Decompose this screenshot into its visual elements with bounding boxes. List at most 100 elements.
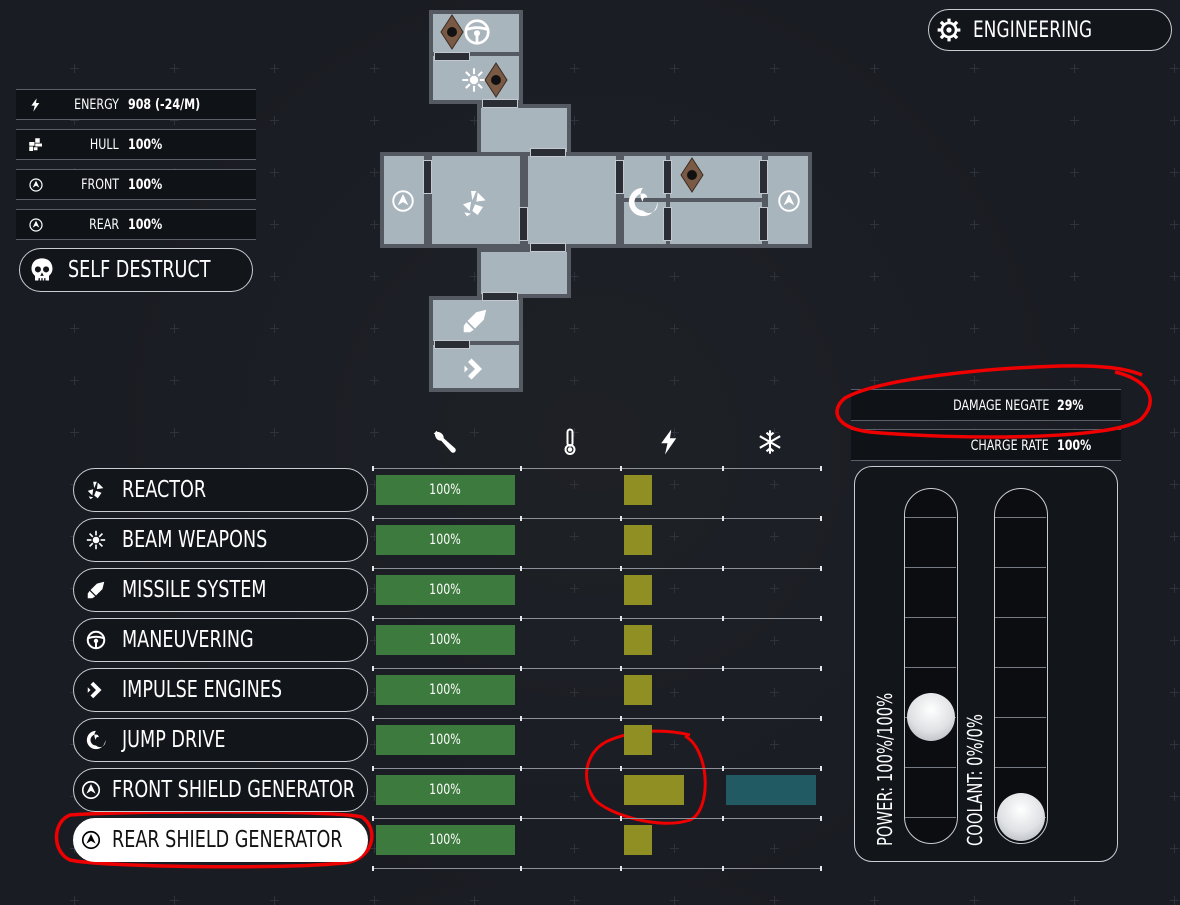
grid-plus-mark	[670, 896, 679, 905]
system-health-bar: 100%	[376, 825, 515, 855]
stat-label: FRONT	[81, 177, 119, 193]
system-name: BEAM WEAPONS	[122, 527, 268, 553]
stat-value: 100%	[128, 217, 163, 233]
power-label: POWER: 100%/100%	[873, 692, 897, 846]
system-name: JUMP DRIVE	[122, 727, 226, 753]
wrench-icon	[427, 424, 463, 460]
door[interactable]	[530, 243, 566, 252]
row-separator	[372, 468, 822, 469]
system-name: MANEUVERING	[122, 627, 254, 653]
system-button[interactable]: REACTOR	[73, 468, 368, 512]
slider-notch	[905, 667, 956, 668]
column-tick	[520, 466, 522, 471]
slider-notch	[995, 767, 1046, 768]
column-tick	[520, 516, 522, 521]
energy-icon	[652, 424, 688, 460]
stat-label: REAR	[89, 217, 119, 233]
slider-notch	[995, 617, 1046, 618]
grid-plus-mark	[970, 896, 979, 905]
system-health-bar: 100%	[376, 575, 515, 605]
door[interactable]	[663, 207, 672, 241]
column-tick	[372, 466, 374, 471]
row-separator	[372, 668, 822, 669]
system-name: REACTOR	[122, 477, 207, 503]
slider-notch	[905, 567, 956, 568]
column-tick	[722, 866, 724, 871]
column-tick	[620, 816, 622, 821]
self-destruct-label: SELF DESTRUCT	[68, 257, 211, 283]
system-name: MISSILE SYSTEM	[122, 577, 267, 603]
ship-room[interactable]	[380, 152, 428, 248]
grid-plus-mark	[870, 896, 879, 905]
column-tick	[820, 616, 822, 621]
self-destruct-button[interactable]: SELF DESTRUCT	[19, 248, 253, 292]
system-health-value: 100%	[429, 532, 462, 548]
stat-value: 908 (-24/M)	[128, 97, 201, 113]
grid-plus-mark	[770, 896, 779, 905]
column-tick	[372, 566, 374, 571]
column-tick	[520, 666, 522, 671]
stat-label: ENERGY	[74, 97, 119, 113]
info-value: 29%	[1057, 398, 1084, 414]
door[interactable]	[423, 160, 432, 194]
power-slider[interactable]	[904, 488, 958, 844]
column-tick	[722, 466, 724, 471]
column-tick	[722, 716, 724, 721]
ship-room[interactable]	[477, 248, 571, 298]
grid-plus-mark	[470, 896, 479, 905]
system-button[interactable]: JUMP DRIVE	[73, 718, 368, 762]
door[interactable]	[663, 160, 672, 194]
station-engineering-button[interactable]: ENGINEERING	[928, 9, 1172, 51]
system-name: REAR SHIELD GENERATOR	[112, 827, 343, 853]
station-label: ENGINEERING	[973, 17, 1093, 43]
shield-icon	[80, 774, 102, 806]
impulse-engine-icon	[80, 674, 112, 706]
system-button[interactable]: BEAM WEAPONS	[73, 518, 368, 562]
ship-room[interactable]	[620, 152, 670, 248]
slider-knob[interactable]	[907, 693, 955, 741]
door[interactable]	[615, 160, 624, 194]
system-button[interactable]: MISSILE SYSTEM	[73, 568, 368, 612]
stat-hull: HULL 100%	[16, 129, 256, 160]
column-tick	[620, 716, 622, 721]
column-tick	[520, 716, 522, 721]
system-health-bar: 100%	[376, 525, 515, 555]
ship-room[interactable]	[477, 104, 571, 156]
door[interactable]	[482, 99, 518, 108]
column-tick	[820, 666, 822, 671]
coolant-slider[interactable]	[994, 488, 1048, 844]
system-health-value: 100%	[429, 732, 462, 748]
door[interactable]	[759, 207, 768, 241]
grid-plus-mark	[70, 896, 79, 905]
system-power-bar	[624, 775, 684, 805]
door[interactable]	[482, 292, 518, 301]
door[interactable]	[519, 207, 528, 241]
system-button[interactable]: REAR SHIELD GENERATOR	[73, 818, 368, 862]
door[interactable]	[434, 52, 470, 61]
column-tick	[620, 666, 622, 671]
ship-room[interactable]	[428, 152, 524, 248]
stat-rear-shield: REAR 100%	[16, 209, 256, 240]
crew-member-icon[interactable]	[679, 157, 705, 193]
slider-notch	[995, 517, 1046, 518]
door[interactable]	[759, 160, 768, 194]
crew-member-icon[interactable]	[483, 62, 509, 98]
ship-room[interactable]	[620, 198, 766, 248]
room-divider	[433, 52, 519, 56]
missile-icon	[80, 574, 112, 606]
slider-knob[interactable]	[997, 793, 1045, 841]
system-health-value: 100%	[429, 682, 462, 698]
ship-room[interactable]	[524, 152, 620, 248]
info-value: 100%	[1057, 438, 1092, 454]
crew-member-icon[interactable]	[439, 14, 465, 50]
door[interactable]	[530, 148, 566, 157]
system-button[interactable]: IMPULSE ENGINES	[73, 668, 368, 712]
column-tick	[620, 616, 622, 621]
system-button[interactable]: MANEUVERING	[73, 618, 368, 662]
system-button[interactable]: FRONT SHIELD GENERATOR	[73, 768, 368, 812]
system-power-bar	[624, 475, 652, 505]
column-tick	[372, 866, 374, 871]
column-tick	[620, 516, 622, 521]
door[interactable]	[434, 340, 470, 349]
system-health-bar: 100%	[376, 625, 515, 655]
